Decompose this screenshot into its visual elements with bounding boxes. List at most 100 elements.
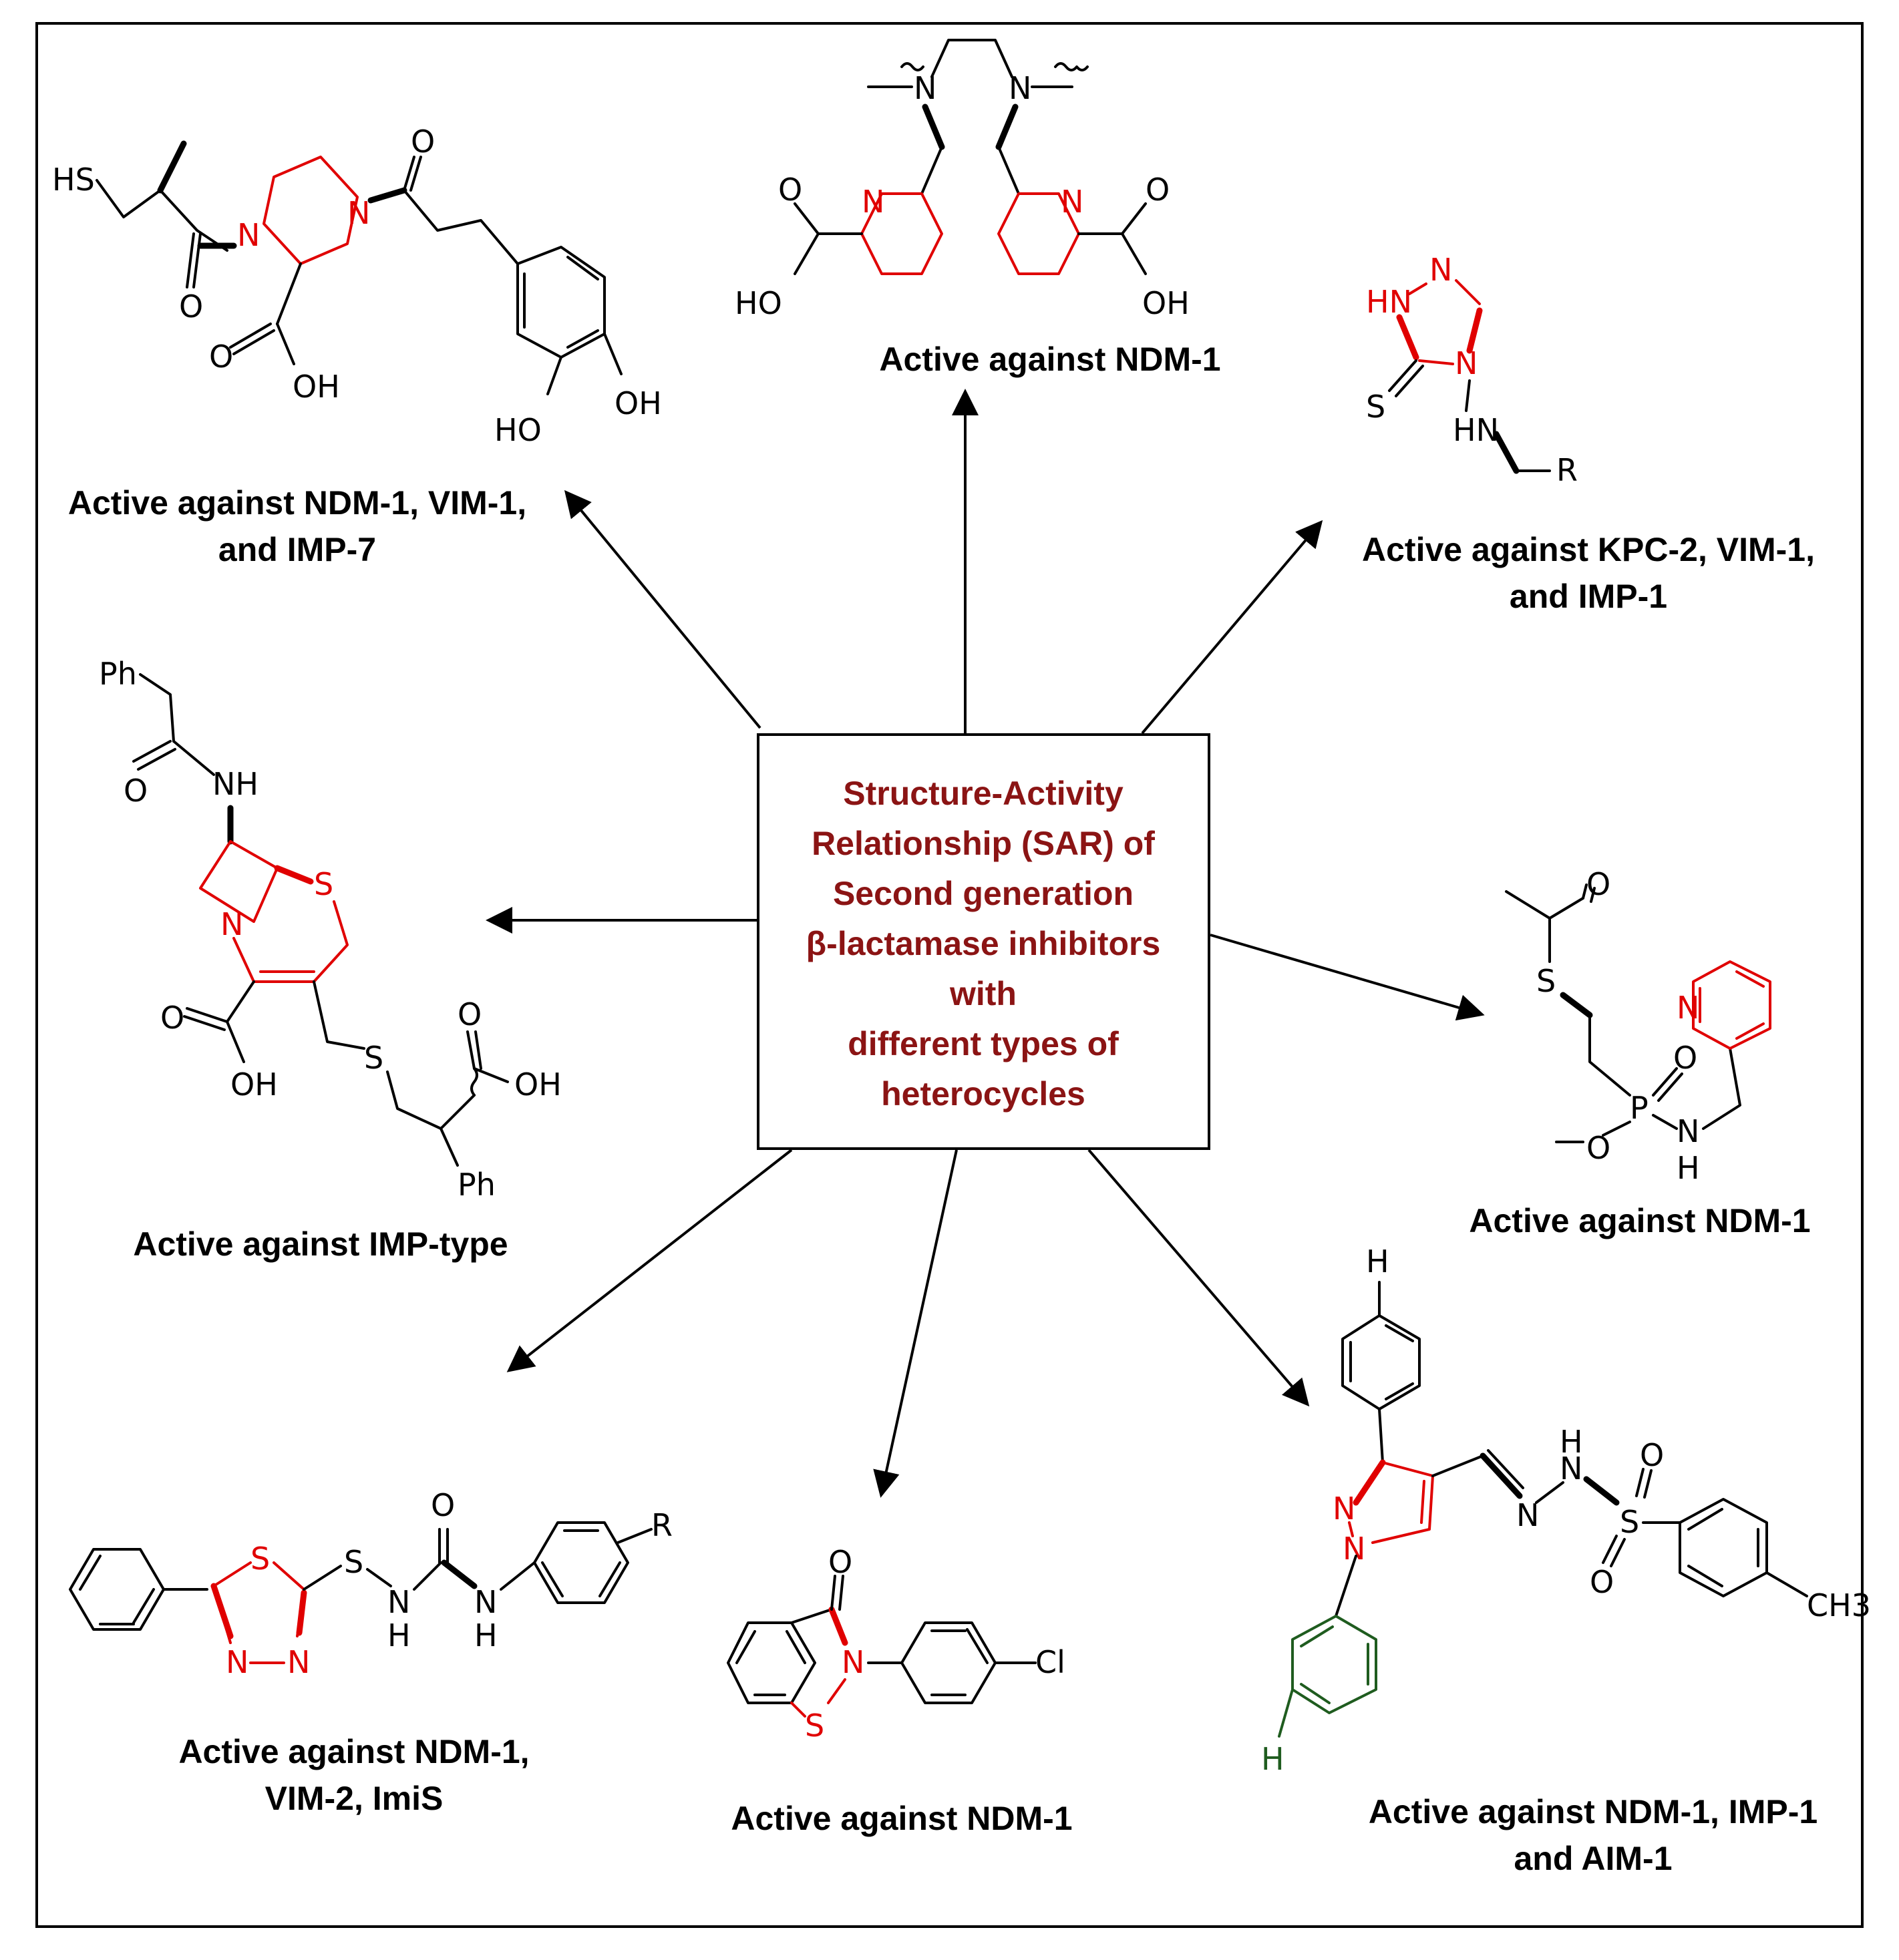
atom-n: N xyxy=(1333,1491,1355,1527)
label-benzisothiazolone: Active against NDM-1 xyxy=(731,1800,1072,1837)
compound-pyrazole: H N N N N H S O O CH3 xyxy=(1261,1243,1871,1877)
atom-o: O xyxy=(160,1000,184,1036)
label-triazolethione-1: Active against KPC-2, VIM-1, xyxy=(1362,531,1815,568)
atom-s: S xyxy=(344,1544,363,1580)
atom-o: O xyxy=(1640,1437,1664,1473)
center-line-2: Relationship (SAR) of xyxy=(812,825,1155,862)
compound-phosphonamidate: O S P O O N H N Active against NDM-1 xyxy=(1469,866,1810,1239)
compound-piperazine: HS O N N O OH O HO OH Active against NDM… xyxy=(52,124,662,568)
outer-frame xyxy=(35,22,1864,1928)
arrow-triazolethione xyxy=(1141,520,1323,735)
label-thiadiazole-1: Active against NDM-1, xyxy=(178,1733,529,1770)
atom-o: O xyxy=(124,773,148,809)
compound-benzisothiazolone: O N S Cl Active against NDM-1 xyxy=(727,1544,1073,1837)
atom-h: H xyxy=(1261,1741,1284,1777)
atom-n: N xyxy=(220,906,243,942)
atom-r: R xyxy=(1556,452,1578,488)
atom-h: H xyxy=(1677,1150,1700,1186)
arrow-piperazine xyxy=(564,489,761,729)
label-bispicolinate: Active against NDM-1 xyxy=(879,341,1220,378)
center-line-3: Second generation xyxy=(833,875,1134,912)
atom-n: N xyxy=(237,217,260,253)
atom-hs: HS xyxy=(52,162,95,198)
atom-s: S xyxy=(250,1541,270,1577)
atom-oh: OH xyxy=(230,1066,278,1103)
label-pyrazole-1: Active against NDM-1, IMP-1 xyxy=(1369,1793,1818,1830)
atom-h: H xyxy=(474,1617,498,1653)
atom-o: O xyxy=(431,1487,455,1523)
label-pyrazole-2: and AIM-1 xyxy=(1514,1840,1672,1877)
atom-n: N xyxy=(347,195,370,231)
atom-n: N xyxy=(842,1644,864,1680)
label-triazolethione-2: and IMP-1 xyxy=(1510,578,1667,615)
atom-ph: Ph xyxy=(99,656,137,692)
center-line-4: β-lactamase inhibitors xyxy=(806,925,1161,962)
atom-n: N xyxy=(1429,252,1452,288)
label-piperazine-1: Active against NDM-1, VIM-1, xyxy=(68,484,526,522)
atom-oh: OH xyxy=(1142,285,1190,321)
atom-n: N xyxy=(1009,70,1031,106)
atom-s: S xyxy=(364,1040,383,1076)
label-cephalosporin: Active against IMP-type xyxy=(133,1225,508,1263)
atom-hn: HN xyxy=(1453,412,1499,448)
arrow-benzisothiazolone xyxy=(873,1149,958,1498)
label-phosphonamidate: Active against NDM-1 xyxy=(1469,1202,1810,1239)
arrow-phosphonamidate xyxy=(1210,934,1485,1021)
atom-r: R xyxy=(651,1507,673,1543)
label-thiadiazole-2: VIM-2, ImiS xyxy=(265,1780,444,1817)
atom-ch3: CH3 xyxy=(1807,1587,1871,1623)
atom-o: O xyxy=(209,339,233,375)
atom-ph: Ph xyxy=(458,1167,496,1203)
atom-s: S xyxy=(1620,1504,1639,1540)
atom-n: N xyxy=(1455,345,1478,381)
atom-h: H xyxy=(387,1617,411,1653)
atom-o: O xyxy=(411,124,435,160)
atom-cl: Cl xyxy=(1035,1644,1065,1680)
atom-oh: OH xyxy=(615,385,662,421)
center-line-1: Structure-Activity xyxy=(843,775,1124,812)
atom-o: O xyxy=(1586,1130,1610,1166)
compound-bispicolinate: N N N N O HO O OH Active against NDM-1 xyxy=(735,39,1221,378)
atom-oh: OH xyxy=(514,1066,562,1103)
center-box: Structure-Activity Relationship (SAR) of… xyxy=(757,733,1210,1150)
center-line-6: different types of xyxy=(848,1025,1119,1062)
compound-thiadiazole: S N N S N H O N H R Active against NDM-1… xyxy=(69,1487,673,1817)
arrow-thiadiazole xyxy=(506,1149,793,1372)
arrow-pyrazole xyxy=(1087,1149,1310,1407)
atom-o: O xyxy=(1590,1564,1614,1600)
atom-o: O xyxy=(1586,866,1610,902)
atom-n: N xyxy=(287,1644,310,1680)
atom-o: O xyxy=(1673,1040,1697,1076)
atom-n: N xyxy=(474,1584,497,1620)
center-line-7: heterocycles xyxy=(881,1075,1085,1113)
atom-o: O xyxy=(778,172,802,208)
atom-ho: HO xyxy=(735,285,782,321)
atom-n: N xyxy=(1560,1450,1582,1487)
compound-triazolethione: HN N N S HN R Active against KPC-2, VIM-… xyxy=(1362,252,1815,615)
atom-s: S xyxy=(1536,963,1556,999)
atom-o: O xyxy=(458,996,482,1032)
atom-o: O xyxy=(179,288,203,325)
atom-hn: HN xyxy=(1366,284,1412,320)
atom-ho: HO xyxy=(494,412,542,448)
atom-nh: NH xyxy=(212,766,258,802)
atom-h: H xyxy=(1560,1424,1583,1460)
atom-h: H xyxy=(1366,1243,1389,1280)
atom-n: N xyxy=(1677,990,1699,1026)
atom-n: N xyxy=(1061,184,1083,220)
atom-s: S xyxy=(805,1708,824,1744)
atom-n: N xyxy=(387,1584,410,1620)
arrows xyxy=(486,389,1485,1498)
atom-o: O xyxy=(1146,172,1170,208)
atom-s: S xyxy=(1366,389,1385,425)
atom-s: S xyxy=(314,866,333,902)
label-piperazine-2: and IMP-7 xyxy=(218,531,376,568)
atom-n: N xyxy=(226,1644,248,1680)
atom-o: O xyxy=(828,1544,852,1580)
atom-oh: OH xyxy=(293,369,340,405)
atom-n: N xyxy=(1677,1113,1699,1149)
compound-cephalosporin: Ph O NH N S O OH S O OH Ph Active agains… xyxy=(99,656,562,1263)
center-line-5: with xyxy=(949,975,1017,1012)
